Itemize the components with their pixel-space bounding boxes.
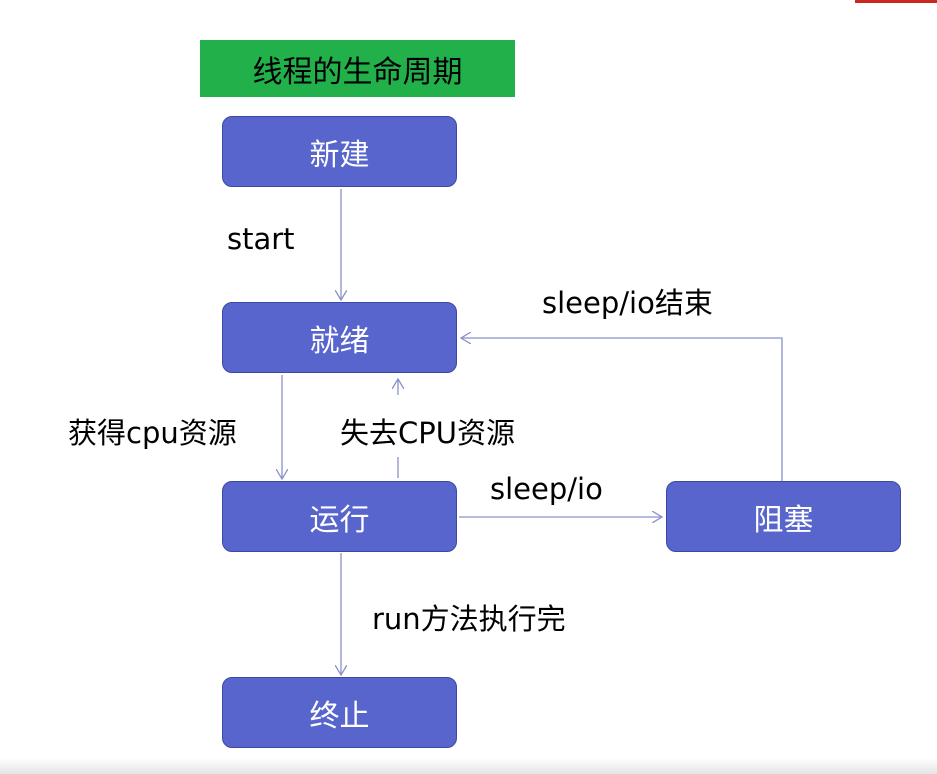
red-top-bar [855, 0, 937, 3]
node-ready: 就绪 [222, 302, 457, 373]
arrow-sleep-io-end [461, 338, 783, 481]
label-sleep-io-end: sleep/io结束 [542, 286, 713, 320]
node-terminated: 终止 [222, 677, 457, 748]
diagram-title: 线程的生命周期 [200, 40, 515, 97]
label-lose-cpu: 失去CPU资源 [340, 416, 515, 450]
bottom-shadow [0, 758, 937, 774]
node-blocked: 阻塞 [666, 481, 901, 552]
label-get-cpu: 获得cpu资源 [68, 416, 237, 450]
label-sleep-io: sleep/io [490, 472, 603, 506]
node-running: 运行 [222, 481, 457, 552]
node-new: 新建 [222, 116, 457, 187]
label-start: start [227, 222, 295, 256]
label-run-done: run方法执行完 [372, 602, 566, 636]
